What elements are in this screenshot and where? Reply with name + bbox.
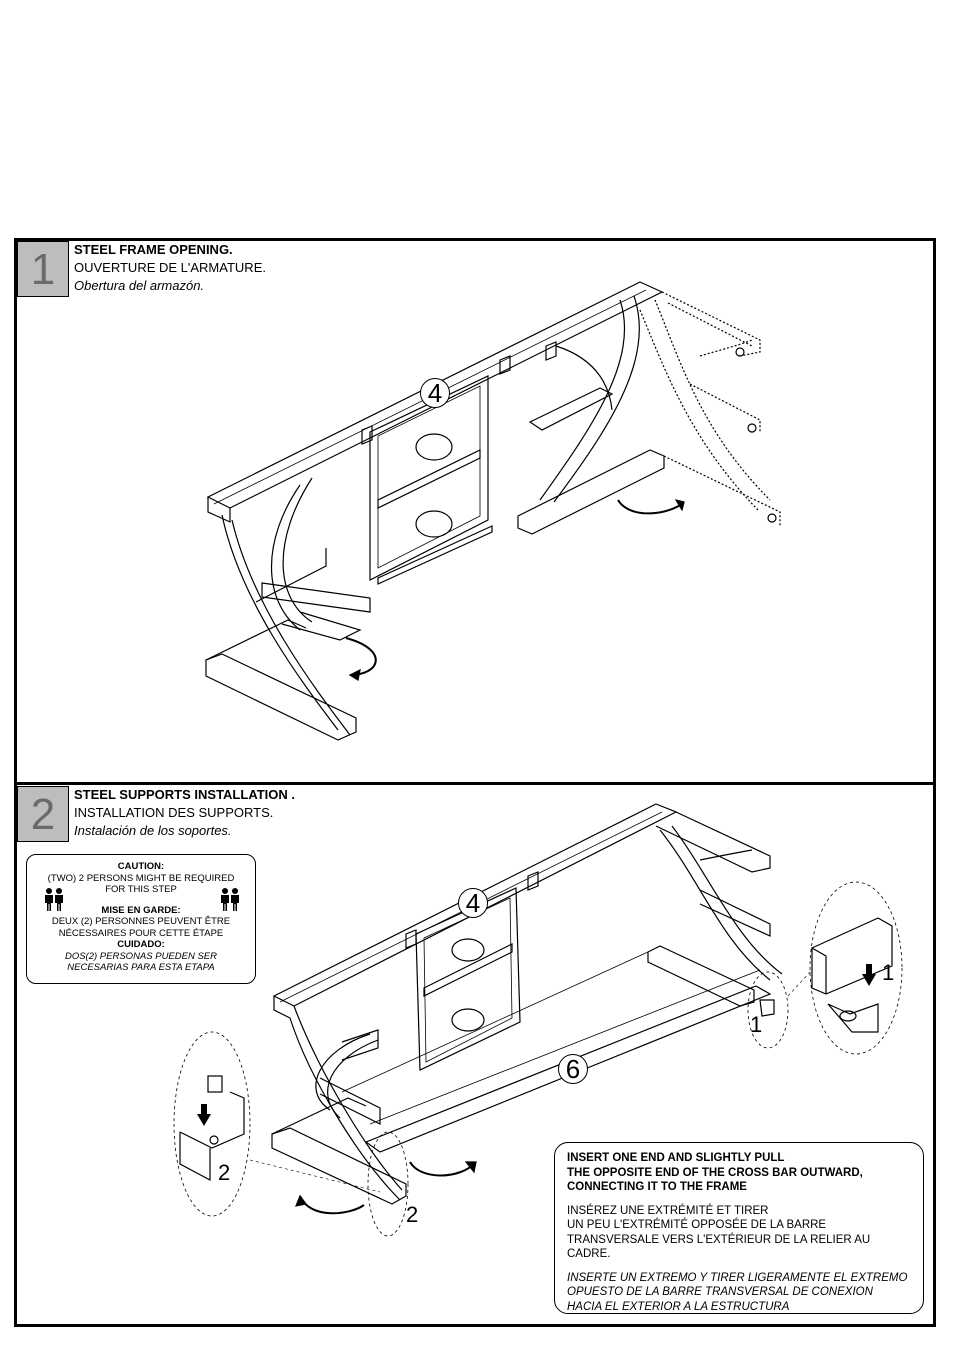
step-1-part-label-text: 4 [427, 378, 443, 408]
step-1-title: STEEL FRAME OPENING. OUVERTURE DE L'ARMA… [74, 241, 266, 295]
step-2-number-box: 2 [17, 786, 69, 842]
note-fr-3: TRANSVERSALE VERS L'EXTÉRIEUR DE LA RELI… [567, 1233, 871, 1261]
step-2-title-fr: INSTALLATION DES SUPPORTS. [74, 805, 274, 820]
caution-text-en-2: FOR THIS STEP [105, 884, 177, 895]
note-en-3: CONNECTING IT TO THE FRAME [567, 1181, 747, 1193]
step-2-part-label-a-text: 4 [465, 888, 481, 918]
step-1-title-en: STEEL FRAME OPENING. [74, 242, 233, 257]
caution-box: CAUTION: (TWO) 2 PERSONS MIGHT BE REQUIR… [26, 854, 256, 984]
note-fr-1: INSÉREZ UNE EXTRÉMITÉ ET TIRER [567, 1204, 769, 1217]
note-es-3: HACIA EL EXTERIOR A LA ESTRUCTURA [567, 1300, 790, 1313]
caution-text-en-1: (TWO) 2 PERSONS MIGHT BE REQUIRED [47, 872, 235, 884]
callout-2-frame: 2 [406, 1202, 419, 1227]
step-1-title-es: Obertura del armazón. [74, 278, 205, 293]
note-fr-2: UN PEU L'EXTRÉMITÉ OPPOSÉE DE LA BARRE [567, 1219, 827, 1231]
caution-text-fr-1: DEUX (2) PERSONNES PEUVENT ÊTRE [51, 916, 231, 927]
caution-title-en: CAUTION: [117, 861, 165, 872]
step-1-title-fr: OUVERTURE DE L'ARMATURE. [74, 260, 266, 275]
caution-text-fr-2: NÉCESSAIRES POUR CETTE ÉTAPE [58, 927, 224, 939]
step-2-title: STEEL SUPPORTS INSTALLATION . INSTALLATI… [74, 786, 295, 840]
step-2-part-label-b-text: 6 [565, 1054, 581, 1084]
note-es-1: INSERTE UN EXTREMO Y TIRER LIGERAMENTE E… [567, 1271, 908, 1284]
step-2-number: 2 [30, 790, 56, 839]
step-2-part-label-b: 6 [558, 1054, 588, 1084]
caution-text-es-1: DOS(2) PERSONAS PUEDEN SER [64, 950, 218, 962]
cross-bar-instruction-note: INSERT ONE END AND SLIGHTLY PULL THE OPP… [554, 1142, 924, 1314]
caution-text-es-2: NECESARIAS PARA ESTA ETAPA [67, 962, 215, 973]
step-2-title-es: Instalación de los soportes. [74, 823, 232, 838]
callout-1-detail: 1 [882, 960, 895, 985]
step-2-part-label-a: 4 [458, 888, 488, 918]
callout-2-detail: 2 [218, 1160, 231, 1185]
note-en-1: INSERT ONE END AND SLIGHTLY PULL [567, 1152, 785, 1164]
note-es-2: OPUESTO DE LA BARRE TRANSVERSAL DE CONEX… [567, 1286, 873, 1298]
step-1-number: 1 [30, 245, 56, 294]
step-divider [14, 782, 936, 785]
caution-title-es: CUIDADO: [117, 939, 165, 950]
callout-1-frame: 1 [750, 1012, 763, 1037]
step-2-title-en: STEEL SUPPORTS INSTALLATION . [74, 787, 296, 802]
caution-title-fr: MISE EN GARDE: [101, 904, 181, 916]
step-1-part-label: 4 [420, 378, 450, 408]
note-en-2: THE OPPOSITE END OF THE CROSS BAR OUTWAR… [567, 1166, 863, 1179]
step-1-number-box: 1 [17, 241, 69, 297]
